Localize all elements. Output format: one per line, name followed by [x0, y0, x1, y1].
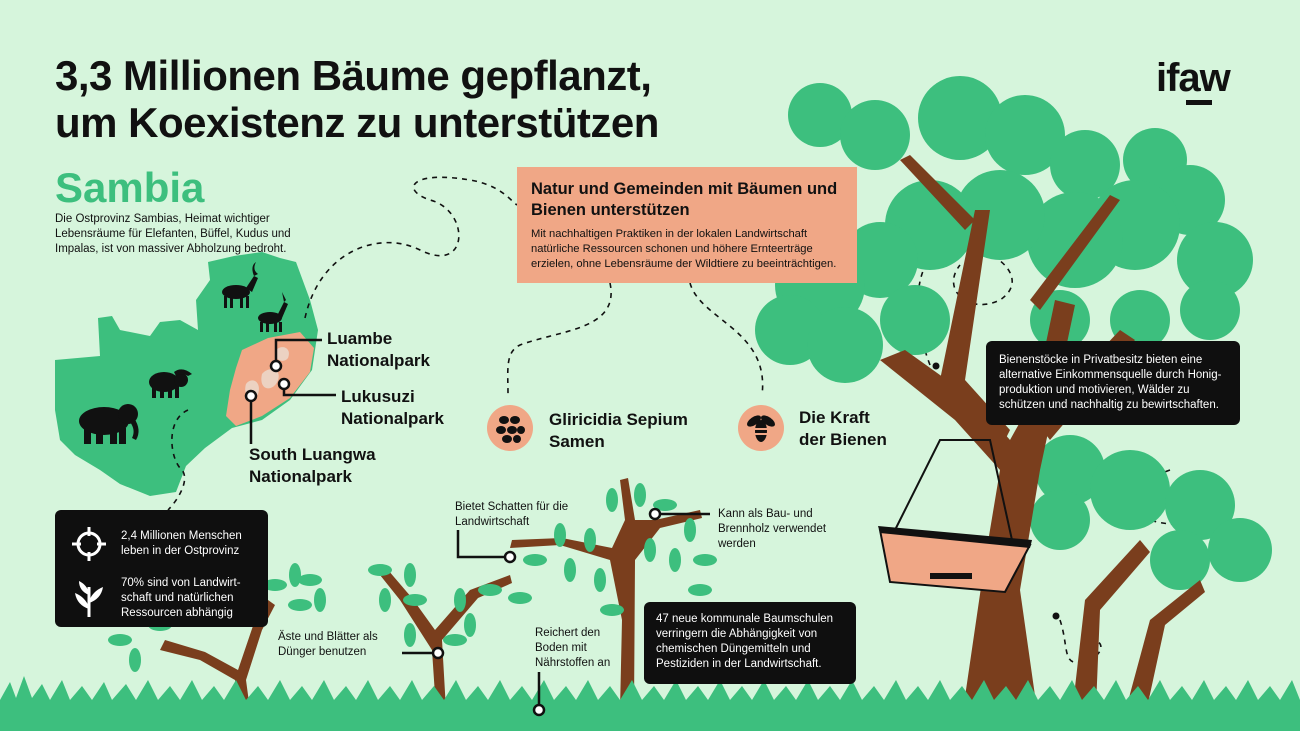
- bees-line1: Die Kraft: [799, 408, 870, 427]
- beehive-text: Bienenstöcke in Privatbesitz bieten eine…: [999, 354, 1222, 411]
- crop-icon: [75, 580, 103, 617]
- park-suffix: Nationalpark: [249, 467, 352, 486]
- park-name: South Luangwa: [249, 445, 376, 464]
- stat-population: 2,4 Millionen Menschen leben in der Ostp…: [69, 524, 254, 564]
- headline: 3,3 Millionen Bäume gepflanzt, um Koexis…: [55, 52, 659, 146]
- beehive-box: Bienenstöcke in Privatbesitz bieten eine…: [986, 341, 1240, 425]
- note-shade: Bietet Schatten für die Landwirtschaft: [455, 501, 569, 528]
- support-box: Natur und Gemeinden mit Bäumen und Biene…: [517, 167, 857, 283]
- park-suffix: Nationalpark: [341, 409, 444, 428]
- nurseries-box: 47 neue kommunale Baumschulen verringern…: [644, 602, 856, 684]
- beehive-icon: [878, 439, 1032, 594]
- seeds-line1: Gliricidia Sepium: [549, 410, 688, 429]
- park-name: Lukusuzi: [341, 387, 415, 406]
- park-label-lukusuzi: Lukusuzi Nationalpark: [341, 386, 444, 430]
- elephant-icon: [79, 404, 139, 444]
- headline-line2: um Koexistenz zu unterstützen: [55, 99, 659, 146]
- park-label-south-luangwa: South Luangwa Nationalpark: [249, 444, 376, 488]
- buffalo-icon: [149, 369, 192, 398]
- seeds-label: Gliricidia Sepium Samen: [549, 409, 688, 453]
- support-box-title: Natur und Gemeinden mit Bäumen und Biene…: [531, 180, 838, 219]
- park-markers: [244, 338, 336, 444]
- note-soil: Reichert den Boden mit Nährstoffen an: [535, 627, 611, 669]
- stat-dependence: 70% sind von Landwirt-schaft und natürli…: [69, 576, 254, 621]
- nurseries-text: 47 neue kommunale Baumschulen verringern…: [656, 613, 834, 670]
- small-tree-middle: [368, 563, 532, 710]
- logo-text: ifaw: [1156, 56, 1231, 100]
- seeds-icon: [487, 405, 533, 451]
- grass: [0, 676, 1300, 731]
- note-fertilizer: Äste und Blätter als Dünger benutzen: [278, 631, 378, 658]
- headline-line1: 3,3 Millionen Bäume gepflanzt,: [55, 52, 652, 99]
- tree-note-pointers: [402, 507, 710, 717]
- target-icon: [72, 527, 106, 561]
- bees-line2: der Bienen: [799, 430, 887, 449]
- stats-box: 2,4 Millionen Menschen leben in der Ostp…: [55, 510, 268, 627]
- ifaw-logo: ifaw: [1156, 56, 1231, 105]
- region-title: Sambia: [55, 164, 205, 211]
- note-wood: Kann als Bau- und Brennholz verwendet we…: [718, 508, 827, 550]
- region-description: Die Ostprovinz Sambias, Heimat wichtiger…: [55, 213, 291, 255]
- bee-glyph: [747, 415, 775, 442]
- logo-underline: [1186, 100, 1212, 105]
- park-area: [261, 369, 279, 389]
- stat-population-text: 2,4 Millionen Menschen leben in der Ostp…: [121, 530, 242, 557]
- seeds-line2: Samen: [549, 432, 605, 451]
- park-suffix: Nationalpark: [327, 351, 430, 370]
- bee-icon: [738, 405, 784, 451]
- park-area: [275, 347, 289, 361]
- stat-dependence-text: 70% sind von Landwirt-schaft und natürli…: [121, 577, 241, 619]
- bees-label: Die Kraft der Bienen: [799, 407, 887, 451]
- large-tree: [755, 76, 1272, 731]
- impala-icon: [258, 292, 288, 332]
- medium-tree: [510, 478, 717, 710]
- park-label-luambe: Luambe Nationalpark: [327, 328, 430, 372]
- support-box-body: Mit nachhaltigen Praktiken in der lokale…: [531, 228, 837, 270]
- park-name: Luambe: [327, 329, 393, 348]
- kudu-icon: [222, 262, 258, 308]
- seeds-glyph: [496, 416, 525, 443]
